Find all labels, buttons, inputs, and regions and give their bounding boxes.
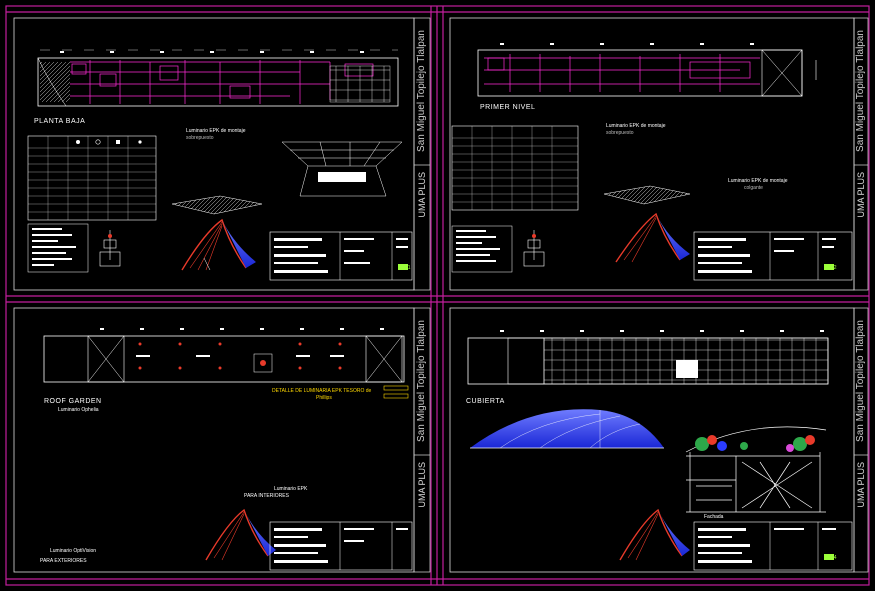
sheet-4-section-label: Fachada (704, 514, 724, 520)
sheet-1-plan-title: PLANTA BAJA (34, 118, 86, 125)
sheet-3-plan-title: ROOF GARDEN (44, 398, 102, 405)
sheet-4-vertical-location: San Miguel Topilejo Tlalpan (855, 320, 866, 442)
garden-plants (695, 435, 815, 452)
sheet-3-luminaire-heading: Luminario Ophelia (58, 407, 99, 413)
sheet-2-vertical-location: San Miguel Topilejo Tlalpan (855, 30, 866, 152)
bulb-icon (95, 139, 101, 145)
fixture-icon (138, 140, 142, 144)
sheet-2-luminaire-sub: sobrepuesto (606, 130, 634, 136)
tensile-roof-logo-icon (615, 212, 690, 263)
spot-icon (116, 140, 120, 144)
sheet-1-floor-plan (27, 49, 413, 281)
sheet-borders (13, 17, 855, 573)
sheet-2-sheet-code: E-02 (826, 265, 837, 271)
sheet-3-vertical-brand: UMA PLUS (417, 462, 427, 508)
sheet-3-bottom-label: Luminario OptiVision (50, 548, 97, 554)
sheet-3-luminaire-epk-2: PARA INTERIORES (244, 493, 289, 499)
sheet-3-vertical-location: San Miguel Topilejo Tlalpan (416, 320, 427, 442)
sheet-4-roof-and-section (467, 330, 853, 571)
title-strips (413, 17, 869, 573)
tensile-roof-logo-icon (181, 218, 256, 271)
sheet-3-detail-title: DETALLE DE LUMINARIA EPK TESORO de (272, 388, 372, 394)
table-symbols (76, 139, 142, 145)
sheet-3-detail-title-2: Phillips (316, 395, 332, 401)
sheet-4-vertical-brand: UMA PLUS (856, 462, 866, 508)
sheet-1-vertical-location: San Miguel Topilejo Tlalpan (416, 30, 427, 152)
sheet-2-floor-plan (451, 43, 853, 281)
sheet-3-roof-plan (43, 328, 413, 571)
sheet-4-sheet-code: E-04 (826, 555, 837, 561)
sheet-2-vertical-brand: UMA PLUS (856, 172, 866, 218)
sheet-1-vertical-brand: UMA PLUS (417, 172, 427, 218)
building-section (685, 426, 827, 513)
sheet-1-sheet-code: E-01 (400, 265, 411, 271)
sheet-2-plan-title: PRIMER NIVEL (480, 104, 536, 111)
sheet-3-luminaire-epk: Luminario EPK (274, 486, 308, 492)
sheet-2-luminaire-heading: Luminario EPK de montaje (606, 123, 666, 129)
sheet-1-luminaire-sub: sobrepuesto (186, 135, 214, 141)
sheet-2-luminaire-heading-2: Luminario EPK de montaje (728, 178, 788, 184)
tensile-roof-logo-icon (205, 508, 276, 561)
dome-elevation (470, 409, 664, 449)
sheet-3-bottom-label-2: PARA EXTERIORES (40, 558, 87, 564)
tensile-roof-logo-icon (619, 508, 690, 561)
sheet-2-luminaire-sub-2: colgante (744, 185, 763, 191)
lamp-icon (76, 140, 80, 144)
sheet-frames (5, 5, 870, 586)
sheet-1-luminaire-heading: Luminario EPK de montaje (186, 128, 246, 134)
sheet-4-plan-title: CUBIERTA (466, 398, 505, 405)
